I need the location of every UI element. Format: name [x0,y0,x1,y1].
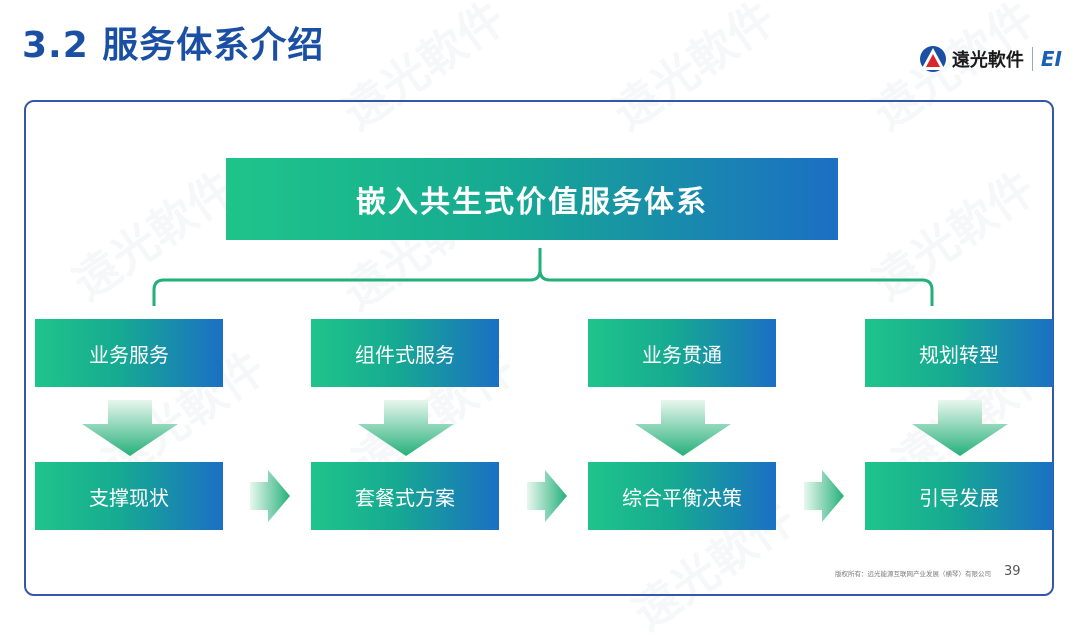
service-box: 规划转型 [865,319,1053,387]
logo-divider [1031,47,1033,71]
outcome-box: 支撑现状 [35,462,223,530]
logo-name: 遠光軟件 [951,50,1024,71]
copyright-text: 版权所有：远光能源互联网产业发展（横琴）有限公司 [835,570,991,578]
outcome-box: 综合平衡决策 [588,462,776,530]
down-arrow-icon [635,400,731,456]
down-arrow-icon [358,400,454,456]
right-arrow-icon [250,470,290,522]
service-box: 业务服务 [35,319,223,387]
content-frame [24,100,1054,596]
page-number: 39 [1004,564,1021,579]
service-box: 组件式服务 [311,319,499,387]
outcome-box: 套餐式方案 [311,462,499,530]
right-arrow-icon [527,470,567,522]
down-arrow-icon [82,400,178,456]
company-logo: 遠光軟件 EI [918,44,1062,74]
service-box: 业务贯通 [588,319,776,387]
page-title: 3.2 服务体系介绍 [22,25,325,66]
logo-icon [919,46,946,72]
right-arrow-icon [804,470,844,522]
center-box: 嵌入共生式价值服务体系 [226,158,838,240]
outcome-box: 引导发展 [865,462,1053,530]
logo-sub: EI [1040,47,1062,71]
down-arrow-icon [912,400,1008,456]
